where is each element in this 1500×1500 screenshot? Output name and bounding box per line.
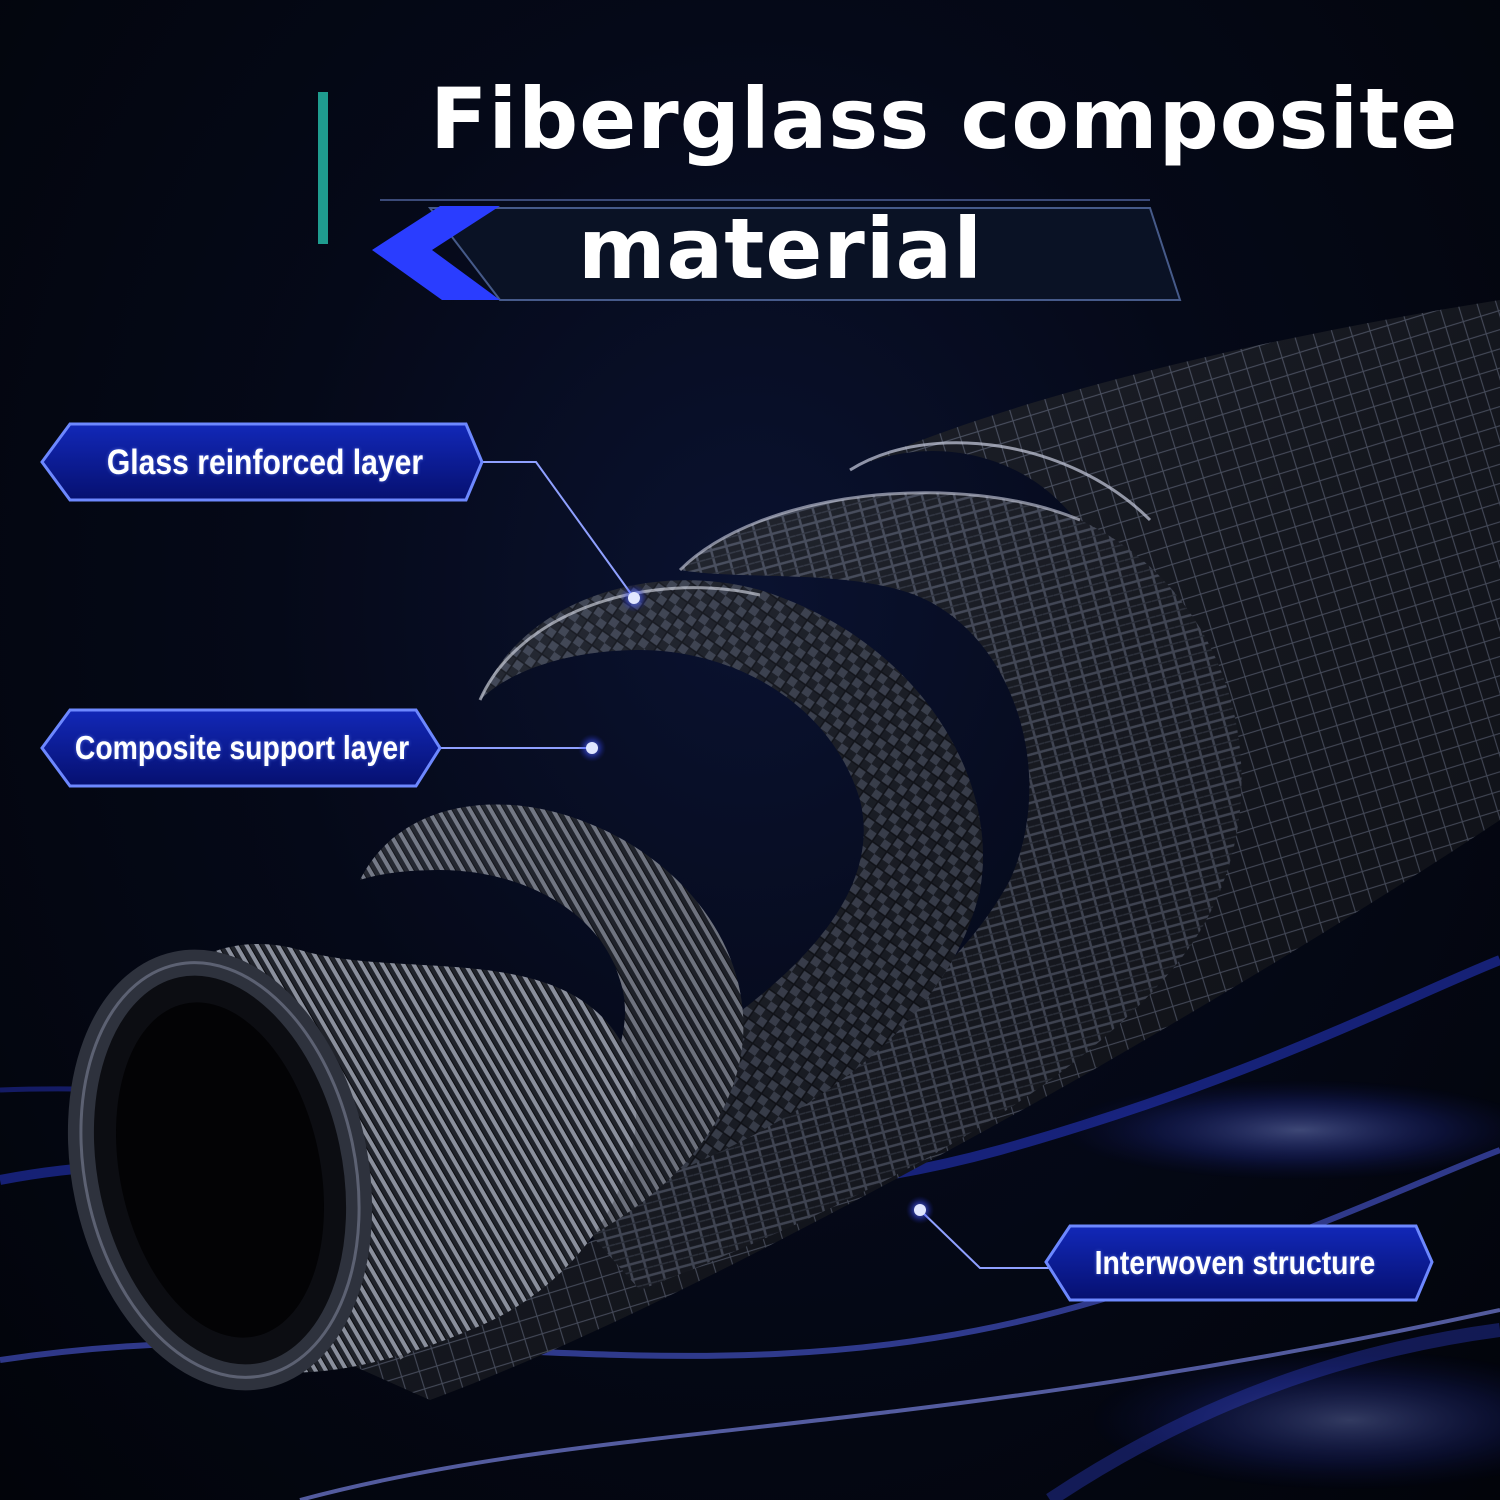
title-line-1: Fiberglass composite xyxy=(430,70,1459,168)
callout-dots xyxy=(578,584,934,1224)
callout-composite-support-layer: Composite support layer xyxy=(74,729,410,766)
callout-glass-reinforced-layer: Glass reinforced layer xyxy=(106,443,424,482)
leader-lines xyxy=(436,461,1050,1269)
outer-mesh-layer xyxy=(340,300,1500,1400)
braided-layer xyxy=(560,491,1242,1290)
inner-tube xyxy=(67,944,637,1391)
callout-interwoven-structure: Interwoven structure xyxy=(1094,1244,1376,1281)
woven-glass-layer xyxy=(478,580,984,1230)
title-banner xyxy=(372,199,1182,301)
callout-boxes xyxy=(40,422,1434,1302)
title-line-2: material xyxy=(578,200,984,298)
title-accent-bar xyxy=(318,92,328,244)
composite-support-layer xyxy=(360,804,744,1360)
